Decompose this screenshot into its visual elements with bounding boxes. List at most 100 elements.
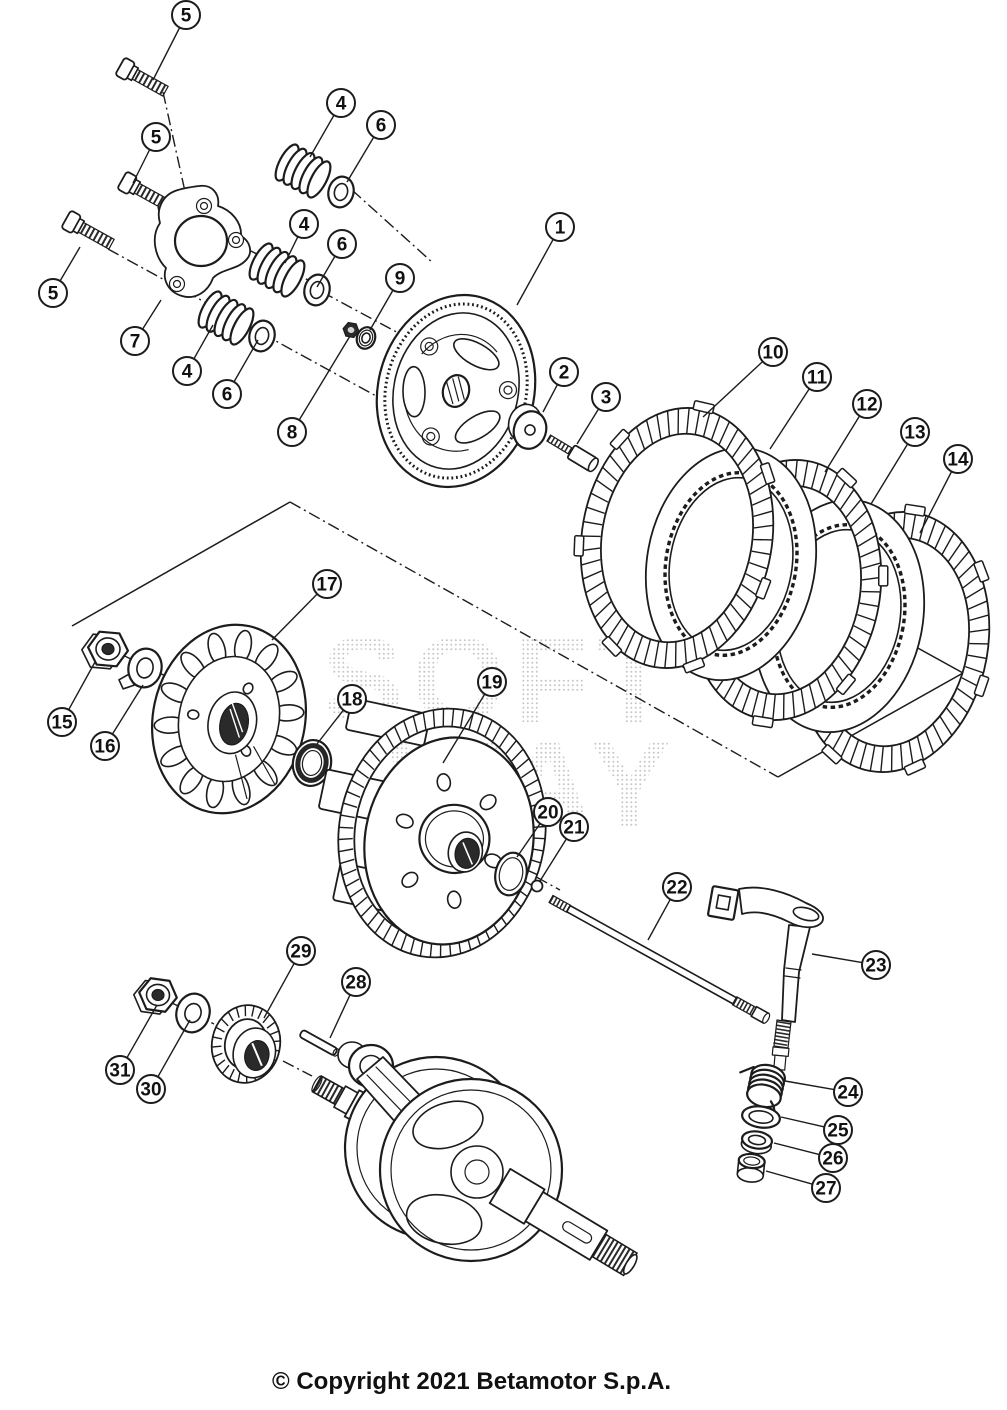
clutch-spring-4b — [248, 242, 306, 298]
svg-text:1: 1 — [555, 218, 566, 239]
crank-right-shaft — [488, 1167, 639, 1277]
callout-16: 16 — [90, 684, 144, 761]
disc-tab — [692, 400, 715, 415]
primary-gear-29 — [210, 1004, 282, 1084]
slot — [395, 813, 414, 829]
ball-21 — [530, 879, 544, 893]
callout-14: 14 — [919, 444, 973, 534]
svg-text:2: 2 — [559, 363, 570, 384]
plane-diagonal-axis — [289, 501, 779, 778]
crankshaft — [311, 1041, 639, 1277]
flywheel-front — [378, 1077, 564, 1263]
disc-tab — [759, 462, 776, 485]
callout-5: 5 — [38, 246, 81, 308]
pressure-plate-1 — [375, 293, 537, 489]
disc-tab — [755, 577, 772, 600]
plane-edge-left — [71, 501, 291, 627]
washer-30 — [175, 992, 211, 1034]
svg-text:19: 19 — [481, 673, 502, 694]
axis-washer1 — [351, 189, 434, 264]
callout-22: 22 — [647, 872, 692, 941]
svg-text:24: 24 — [837, 1083, 859, 1104]
disc-tab — [609, 428, 631, 450]
svg-text:10: 10 — [762, 343, 783, 364]
callout-25: 25 — [780, 1115, 853, 1145]
axis-crank-gear — [282, 1060, 313, 1077]
svg-text:29: 29 — [290, 942, 311, 963]
disc-tab — [682, 657, 706, 674]
screw-5a — [115, 57, 169, 97]
svg-text:5: 5 — [181, 6, 192, 27]
disc-tab — [821, 744, 843, 765]
callout-28: 28 — [329, 967, 371, 1039]
callout-20: 20 — [516, 797, 563, 858]
svg-text:20: 20 — [537, 803, 558, 824]
callout-30: 30 — [136, 1019, 191, 1104]
copyright-text: © Copyright 2021 Betamotor S.p.A. — [272, 1368, 672, 1395]
callout-12: 12 — [824, 389, 882, 473]
callouts: 1234655546974681011121314171516181920212… — [38, 0, 973, 1203]
callout-15: 15 — [47, 661, 96, 737]
disc-tab — [835, 673, 856, 696]
callout-3: 3 — [576, 382, 621, 445]
slot — [401, 871, 419, 888]
svg-text:5: 5 — [48, 284, 59, 305]
screw-5c — [61, 210, 115, 250]
callout-18: 18 — [316, 684, 367, 745]
svg-text:4: 4 — [299, 215, 310, 236]
nut-8 — [342, 321, 360, 339]
svg-text:28: 28 — [345, 973, 366, 994]
clutch-inner-hub-17 — [150, 623, 308, 815]
clutch-basket-19 — [318, 697, 547, 959]
basket-holes — [395, 773, 503, 909]
hex-nut-31 — [133, 977, 178, 1015]
callout-31: 31 — [105, 1004, 158, 1085]
thrust-washer-2 — [507, 403, 548, 450]
axis-nut-washer — [321, 291, 431, 351]
bushing-27 — [736, 1152, 766, 1183]
disc-tab — [601, 635, 623, 657]
clutch-spring-4c — [197, 290, 255, 346]
clutch-spring-4a — [274, 143, 332, 199]
callout-23: 23 — [811, 950, 891, 980]
washer-20 — [494, 851, 528, 897]
slot — [436, 773, 452, 792]
svg-text:16: 16 — [94, 737, 115, 758]
bearing-26 — [740, 1130, 774, 1155]
push-rod-22 — [548, 894, 771, 1024]
slot — [479, 794, 497, 811]
callout-13: 13 — [870, 417, 930, 505]
svg-text:17: 17 — [316, 575, 337, 596]
bolt-3 — [546, 434, 599, 473]
svg-text:8: 8 — [287, 423, 298, 444]
svg-text:14: 14 — [947, 450, 969, 471]
svg-text:18: 18 — [341, 690, 362, 711]
callout-10: 10 — [702, 337, 788, 418]
svg-text:4: 4 — [182, 362, 193, 383]
callout-21: 21 — [539, 812, 589, 882]
svg-text:22: 22 — [666, 878, 687, 899]
slot — [446, 890, 462, 909]
callout-29: 29 — [263, 936, 316, 1019]
svg-text:21: 21 — [563, 818, 585, 839]
svg-text:6: 6 — [222, 385, 233, 406]
disc-tab — [903, 503, 926, 517]
svg-text:4: 4 — [336, 94, 347, 115]
svg-text:6: 6 — [337, 235, 348, 256]
friction-disc-10 — [573, 400, 776, 674]
spring-washer-6b — [303, 273, 331, 307]
callout-26: 26 — [773, 1142, 848, 1173]
callout-4: 4 — [309, 88, 356, 158]
woodruff-key-28 — [299, 1029, 340, 1057]
callout-4: 4 — [284, 209, 319, 264]
clutch-lever-23 — [707, 885, 824, 1071]
svg-text:30: 30 — [140, 1080, 161, 1101]
disc-tab — [836, 467, 858, 489]
callout-9: 9 — [369, 263, 415, 331]
hex-nut-15 — [81, 630, 130, 670]
svg-text:9: 9 — [395, 269, 406, 290]
disc-tab — [973, 560, 990, 583]
seal-ring-18 — [291, 739, 333, 787]
callout-19: 19 — [442, 667, 507, 764]
